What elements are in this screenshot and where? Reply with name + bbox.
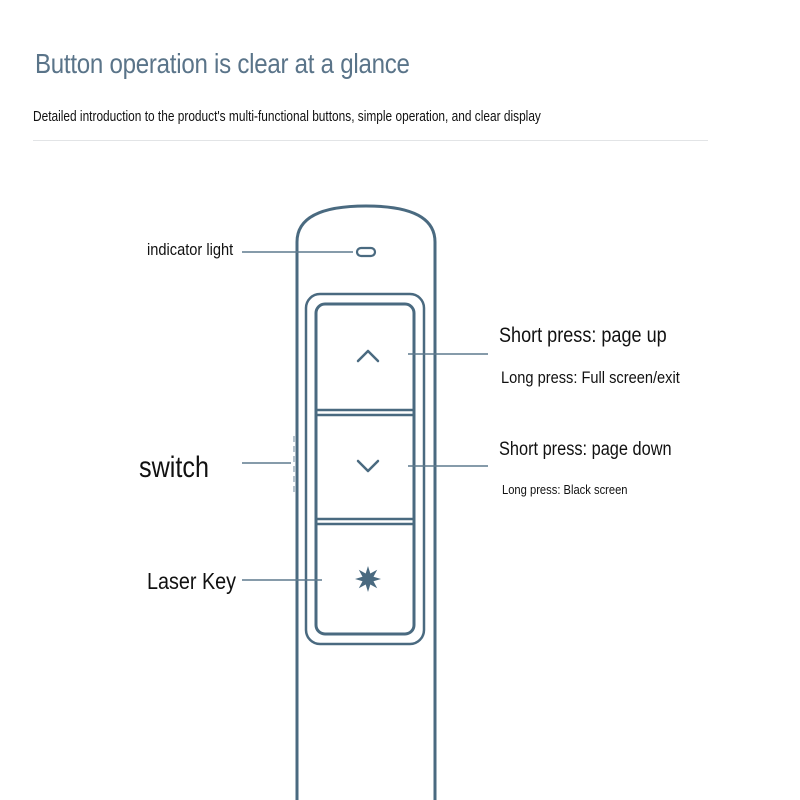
down-long-press-label: Long press: Black screen [502, 482, 628, 497]
button-panel-inner [314, 302, 416, 636]
chevron-up-icon [356, 349, 380, 363]
remote-body [295, 204, 437, 800]
header-divider [33, 140, 708, 141]
page-subtitle: Detailed introduction to the product's m… [33, 109, 541, 125]
starburst-icon [355, 566, 381, 592]
up-short-press-label: Short press: page up [499, 324, 667, 347]
button-panel [304, 292, 426, 646]
down-short-press-label: Short press: page down [499, 439, 672, 460]
indicator-light [355, 246, 377, 258]
indicator-light-label: indicator light [147, 240, 234, 259]
chevron-down-icon [356, 459, 380, 473]
laser-key-label: Laser Key [147, 568, 237, 594]
switch-label: switch [139, 451, 210, 484]
up-long-press-label: Long press: Full screen/exit [501, 368, 680, 387]
page-title: Button operation is clear at a glance [35, 48, 410, 79]
